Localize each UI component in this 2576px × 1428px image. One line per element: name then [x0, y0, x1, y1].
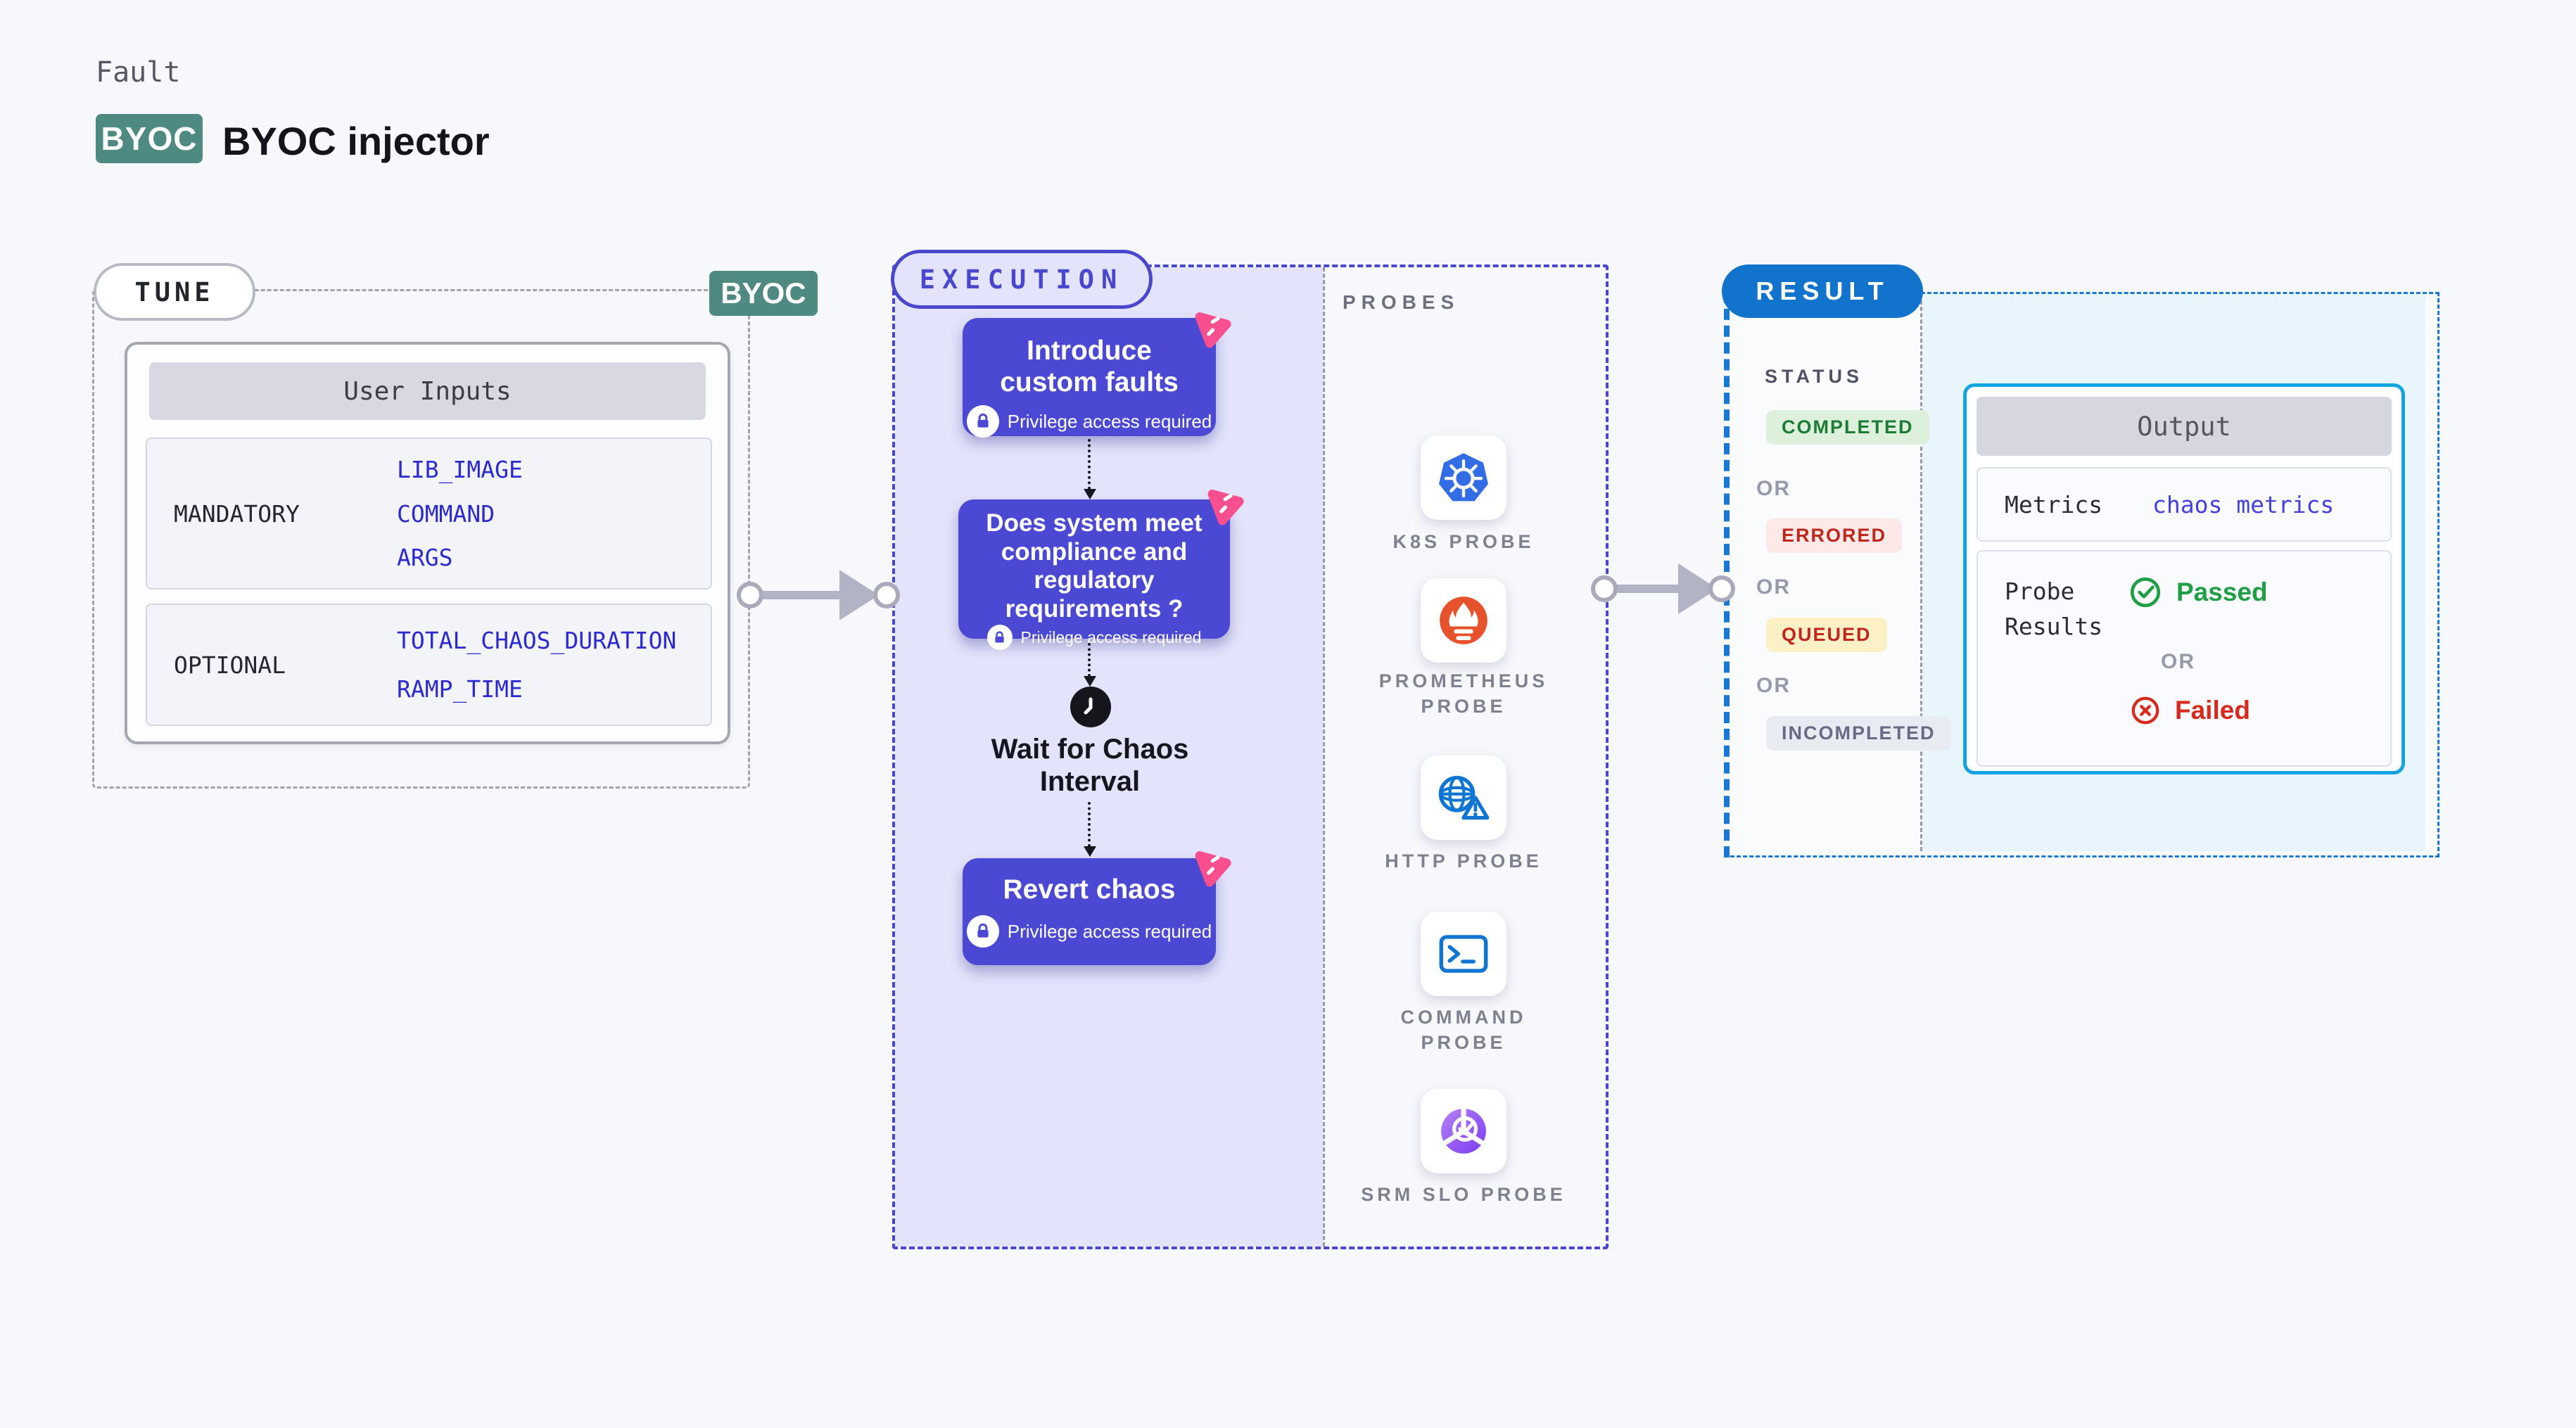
probe-card-prometheus — [1421, 578, 1506, 663]
failed-label: Failed — [2175, 696, 2250, 725]
connector-dot — [737, 582, 763, 608]
or-separator: OR — [2161, 650, 2195, 673]
execution-section-pill: EXECUTION — [891, 250, 1153, 309]
fault-eyebrow: Fault — [96, 56, 181, 89]
globe-warning-icon — [1438, 775, 1490, 820]
param-ramp-time: RAMP_TIME — [397, 675, 523, 703]
clock-icon — [1070, 687, 1111, 727]
arrow-down-icon — [1084, 439, 1096, 499]
arrow-right-icon — [1616, 585, 1680, 593]
probe-label-command: COMMAND PROBE — [1400, 1007, 1527, 1054]
passed-label: Passed — [2176, 578, 2268, 606]
passed-line: Passed — [2128, 575, 2268, 609]
chaos-logo-icon — [1207, 490, 1244, 525]
connector-dot — [1708, 575, 1735, 602]
wait-step-label: Wait for Chaos Interval — [991, 734, 1189, 797]
privilege-row: Privilege access required — [966, 405, 1212, 438]
arrow-down-icon — [1084, 643, 1096, 687]
terminal-icon — [1439, 935, 1488, 973]
output-card: Output Metrics chaos metrics Probe Resul… — [1963, 383, 2405, 774]
status-badge-completed: COMPLETED — [1766, 410, 1929, 445]
tune-section-pill: TUNE — [94, 263, 255, 321]
privilege-row: Privilege access required — [966, 915, 1212, 948]
arrow-right-head-icon — [839, 570, 879, 620]
prometheus-icon — [1440, 597, 1487, 644]
byoc-title-badge: BYOC — [96, 114, 203, 163]
step-introduce-faults: Introduce custom faults Privilege access… — [963, 318, 1216, 438]
privilege-note: Privilege access required — [1007, 920, 1212, 942]
probe-card-http — [1421, 756, 1506, 840]
byoc-corner-badge: BYOC — [709, 271, 818, 316]
probe-label-prometheus: PROMETHEUS PROBE — [1378, 670, 1549, 718]
step-title: Revert chaos — [1003, 874, 1176, 905]
probe-label-http: HTTP PROBE — [1385, 850, 1542, 872]
param-total-chaos-duration: TOTAL_CHAOS_DURATION — [397, 626, 677, 654]
param-command: COMMAND — [397, 499, 495, 528]
slo-donut-check-icon — [1441, 1108, 1486, 1154]
probe-results-label: Probe Results — [2005, 578, 2103, 640]
probe-card-k8s — [1421, 435, 1506, 520]
optional-label: OPTIONAL — [174, 651, 286, 679]
status-badge-errored: ERRORED — [1766, 518, 1903, 553]
or-separator: OR — [1756, 575, 1791, 599]
connector-dot — [873, 582, 900, 608]
metrics-row: Metrics chaos metrics — [1977, 467, 2392, 542]
user-inputs-card: User Inputs MANDATORY LIB_IMAGE COMMAND … — [125, 342, 730, 744]
mandatory-label: MANDATORY — [174, 499, 300, 528]
or-separator: OR — [1756, 674, 1791, 697]
probes-heading: PROBES — [1343, 291, 1460, 313]
arrow-down-icon — [1084, 802, 1096, 857]
param-lib-image: LIB_IMAGE — [397, 455, 523, 483]
x-circle-icon — [2131, 696, 2159, 725]
step-title: Introduce custom faults — [1000, 336, 1179, 398]
kubernetes-icon — [1439, 453, 1488, 502]
status-heading: STATUS — [1765, 366, 1863, 387]
mandatory-row: MANDATORY LIB_IMAGE COMMAND ARGS — [146, 438, 712, 589]
tune-section — [92, 289, 750, 789]
mandatory-values: LIB_IMAGE COMMAND ARGS — [397, 439, 523, 588]
output-title: Output — [1977, 397, 2392, 456]
result-divider — [1920, 294, 1922, 851]
step-revert-chaos: Revert chaos Privilege access required — [963, 858, 1216, 965]
probe-label-srm-slo: SRM SLO PROBE — [1361, 1184, 1566, 1205]
probe-card-command — [1421, 912, 1506, 996]
metrics-value: chaos metrics — [2152, 490, 2335, 518]
user-inputs-title: User Inputs — [149, 362, 706, 420]
privilege-row: Privilege access required — [986, 625, 1202, 651]
probe-card-srm-slo — [1421, 1089, 1506, 1173]
privilege-note: Privilege access required — [1020, 627, 1202, 646]
result-section-pill: RESULT — [1722, 264, 1923, 318]
status-badge-queued: QUEUED — [1766, 618, 1887, 652]
failed-line: Failed — [2130, 695, 2250, 726]
param-args: ARGS — [397, 544, 453, 572]
privilege-note: Privilege access required — [1007, 410, 1212, 432]
step-compliance-check: Does system meet compliance and regulato… — [958, 499, 1230, 651]
status-badge-incompleted: INCOMPLETED — [1766, 716, 1951, 751]
connector-dot — [1591, 575, 1618, 602]
or-separator: OR — [1756, 477, 1791, 500]
step-title: Does system meet compliance and regulato… — [986, 509, 1203, 623]
metrics-label: Metrics — [2005, 490, 2103, 518]
probes-divider — [1323, 267, 1325, 1247]
chaos-logo-icon — [1195, 851, 1231, 887]
lock-icon — [986, 625, 1013, 651]
arrow-right-icon — [762, 591, 841, 599]
probe-label-k8s: K8S PROBE — [1392, 531, 1535, 552]
check-circle-icon — [2130, 577, 2161, 608]
optional-values: TOTAL_CHAOS_DURATION RAMP_TIME — [397, 605, 676, 725]
optional-row: OPTIONAL TOTAL_CHAOS_DURATION RAMP_TIME — [146, 604, 712, 726]
lock-icon — [966, 405, 999, 438]
lock-icon — [966, 915, 999, 948]
probe-results-row: Probe Results Passed OR Failed — [1977, 550, 2392, 767]
page-title: BYOC injector — [222, 119, 490, 163]
chaos-logo-icon — [1195, 312, 1231, 348]
